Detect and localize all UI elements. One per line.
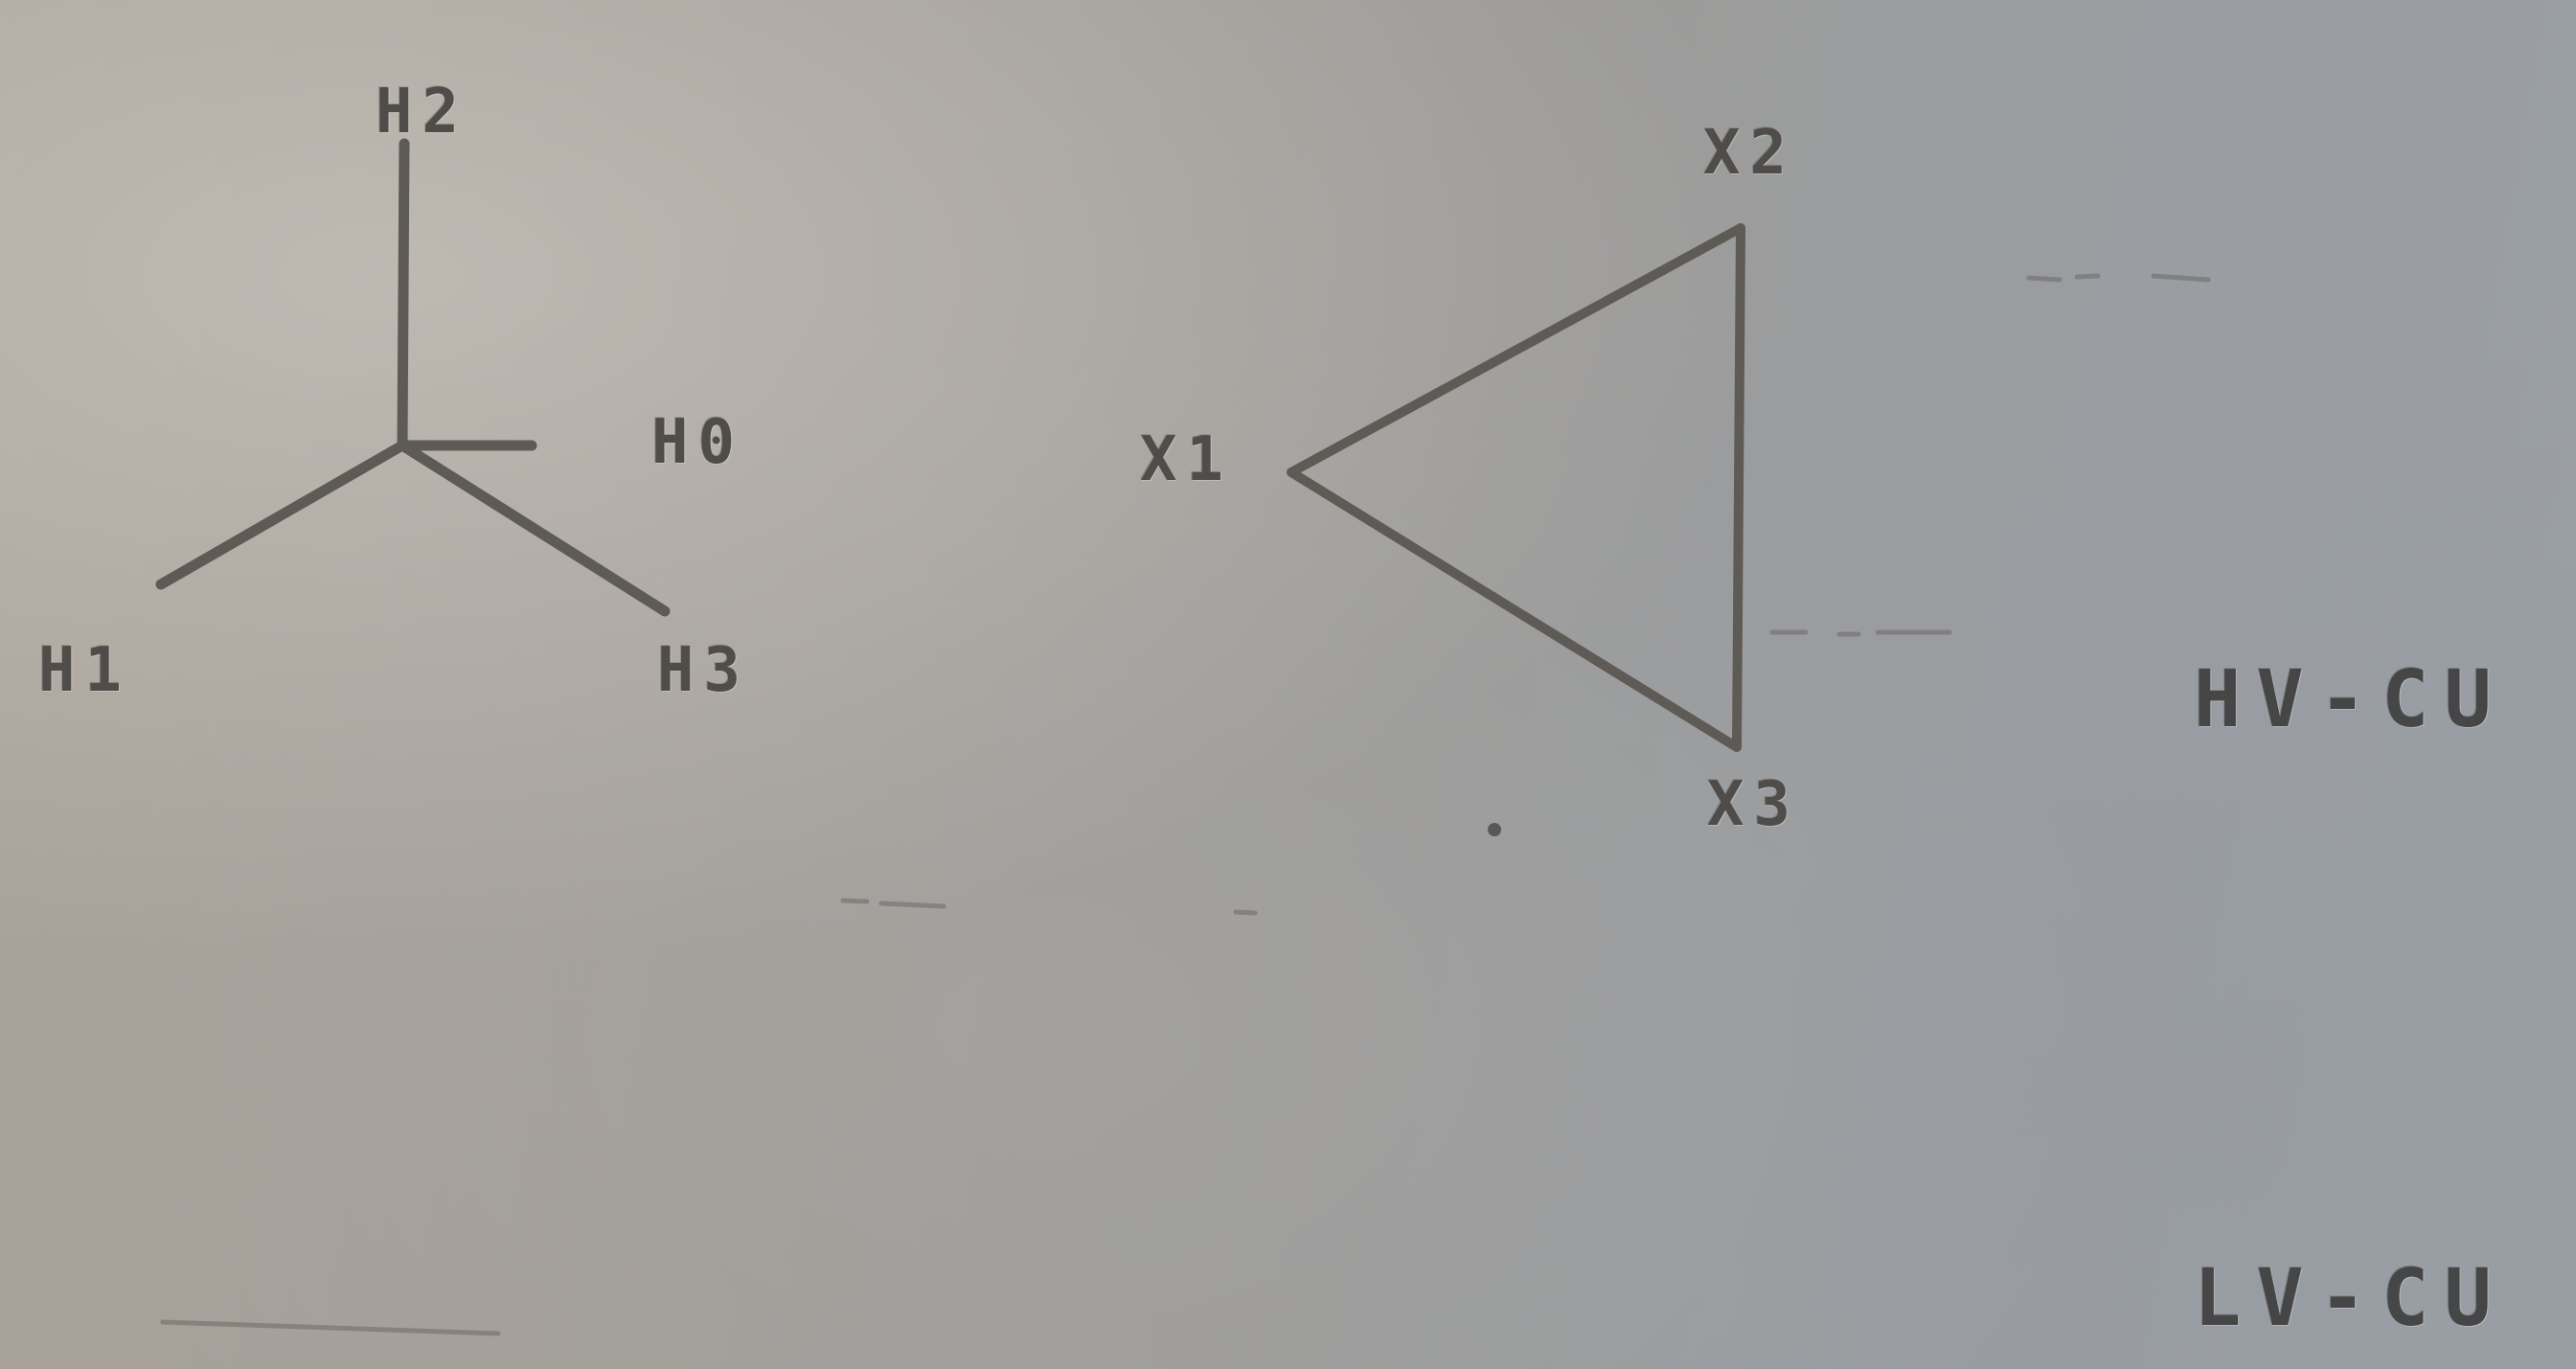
high-voltage-side-label: HV-CU [2194,654,2507,745]
wye-symbol [155,138,671,617]
terminal-label-h3: H3 [657,635,751,706]
low-voltage-side-label: LV-CU [2194,1253,2507,1344]
wye-leg-h2 [397,138,410,451]
plate-scratches [160,273,2211,1336]
delta-symbol [1287,223,1745,752]
neutral-label-h0: H0 [651,407,745,478]
terminal-label-h1: H1 [38,635,132,706]
terminal-label-x1: X1 [1140,424,1234,495]
delta-triangle [1287,223,1745,752]
terminal-label-x3: X3 [1707,769,1801,840]
plate-dot [1488,823,1501,836]
wye-leg-h1 [155,440,408,590]
terminal-label-x2: X2 [1703,118,1797,189]
terminal-label-h2: H2 [376,77,469,148]
wye-leg-h3 [397,440,671,617]
